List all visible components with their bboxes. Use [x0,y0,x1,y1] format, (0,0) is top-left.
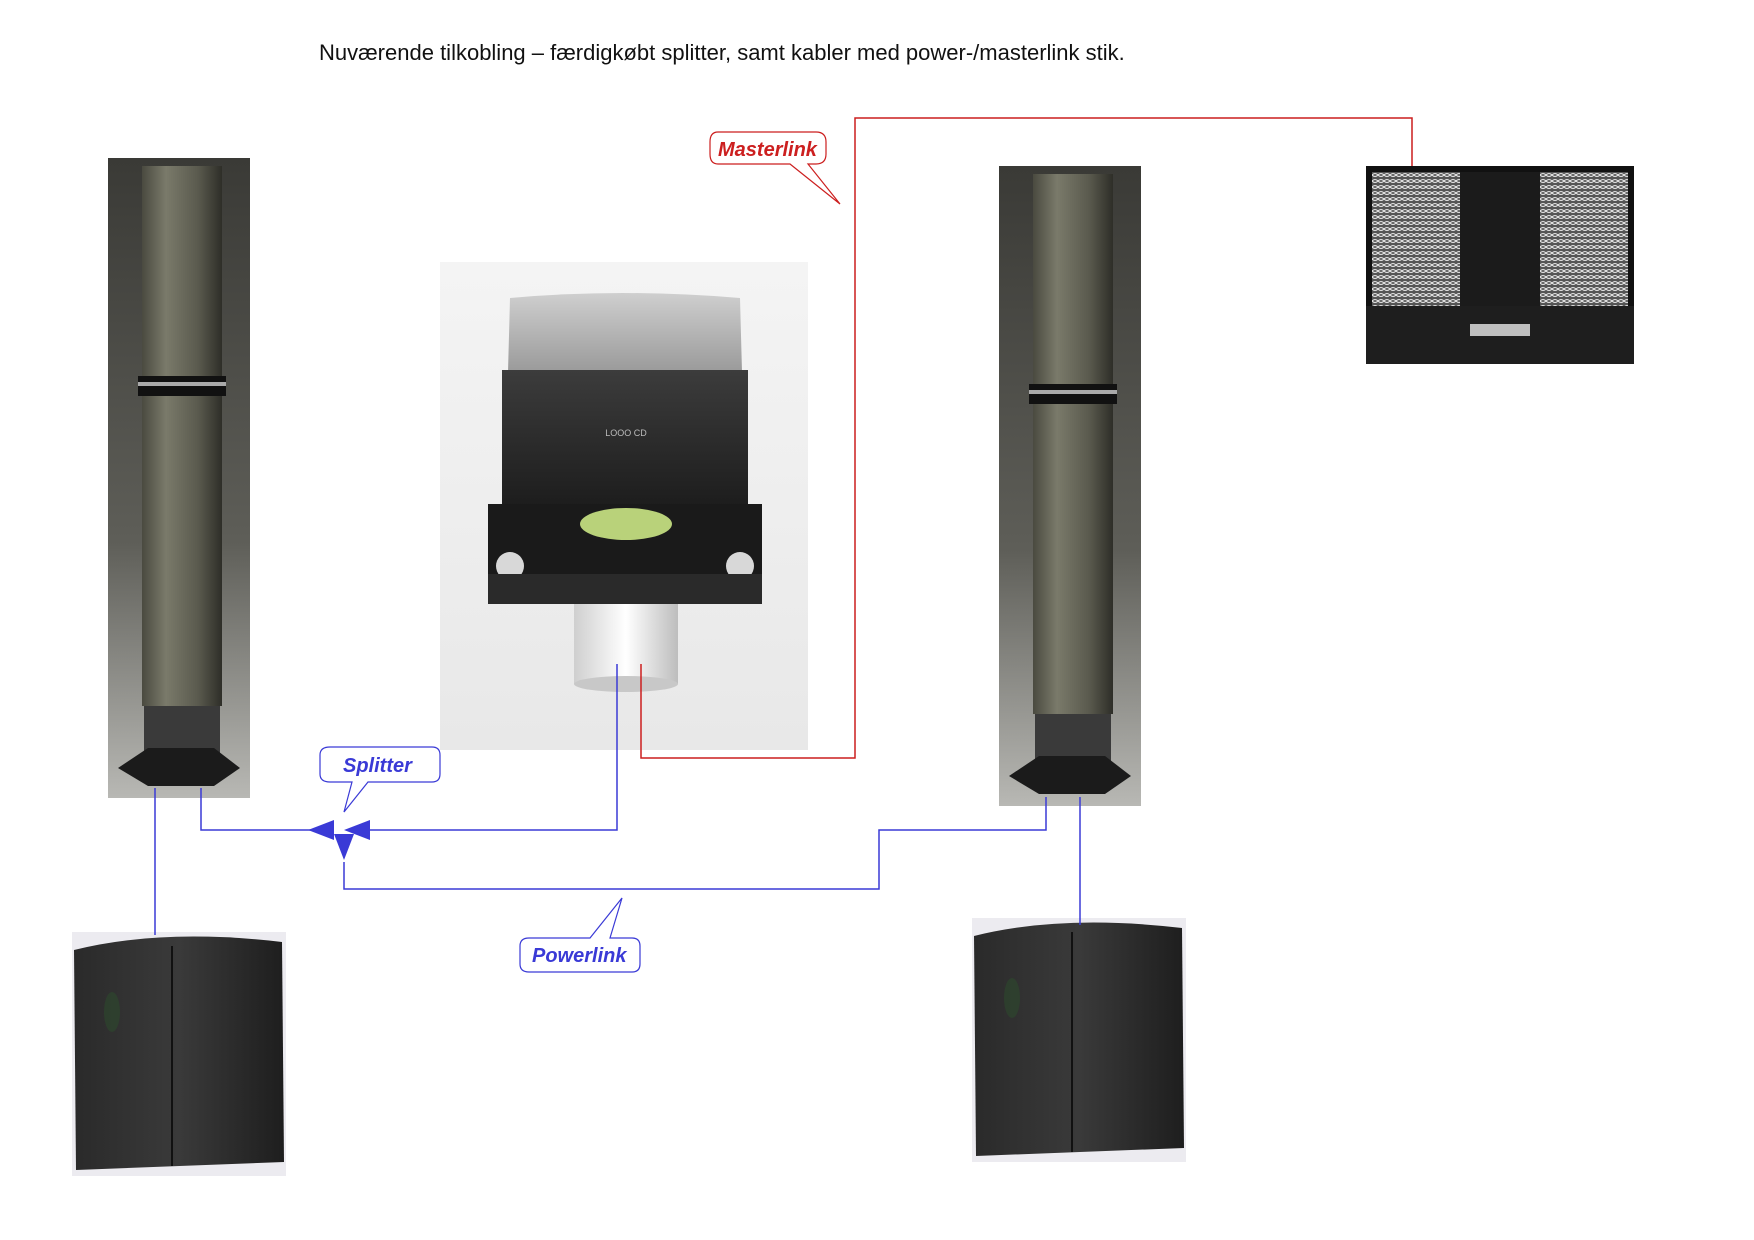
masterlink-callout: Masterlink [709,131,841,205]
splitter-label: Splitter [343,755,413,777]
right-tower-speaker [999,166,1141,806]
left-tower-speaker [108,158,250,798]
splitter-callout: Splitter [319,746,441,813]
powerlink-callout: Powerlink [519,897,641,973]
masterlink-cable [640,117,1413,759]
masterlink-label: Masterlink [718,139,818,161]
diagram-title: Nuværende tilkobling – færdigkøbt splitt… [319,40,1125,65]
powerlink-cables [154,664,1081,935]
left-subwoofer [72,932,286,1176]
splitter-arrows [308,820,370,860]
right-subwoofer [972,918,1186,1162]
cd-player: LOOO CD [440,262,808,750]
powerlink-label: Powerlink [532,945,627,967]
cd-display-text: LOOO CD [605,428,647,438]
top-right-audio-unit [1366,166,1634,364]
